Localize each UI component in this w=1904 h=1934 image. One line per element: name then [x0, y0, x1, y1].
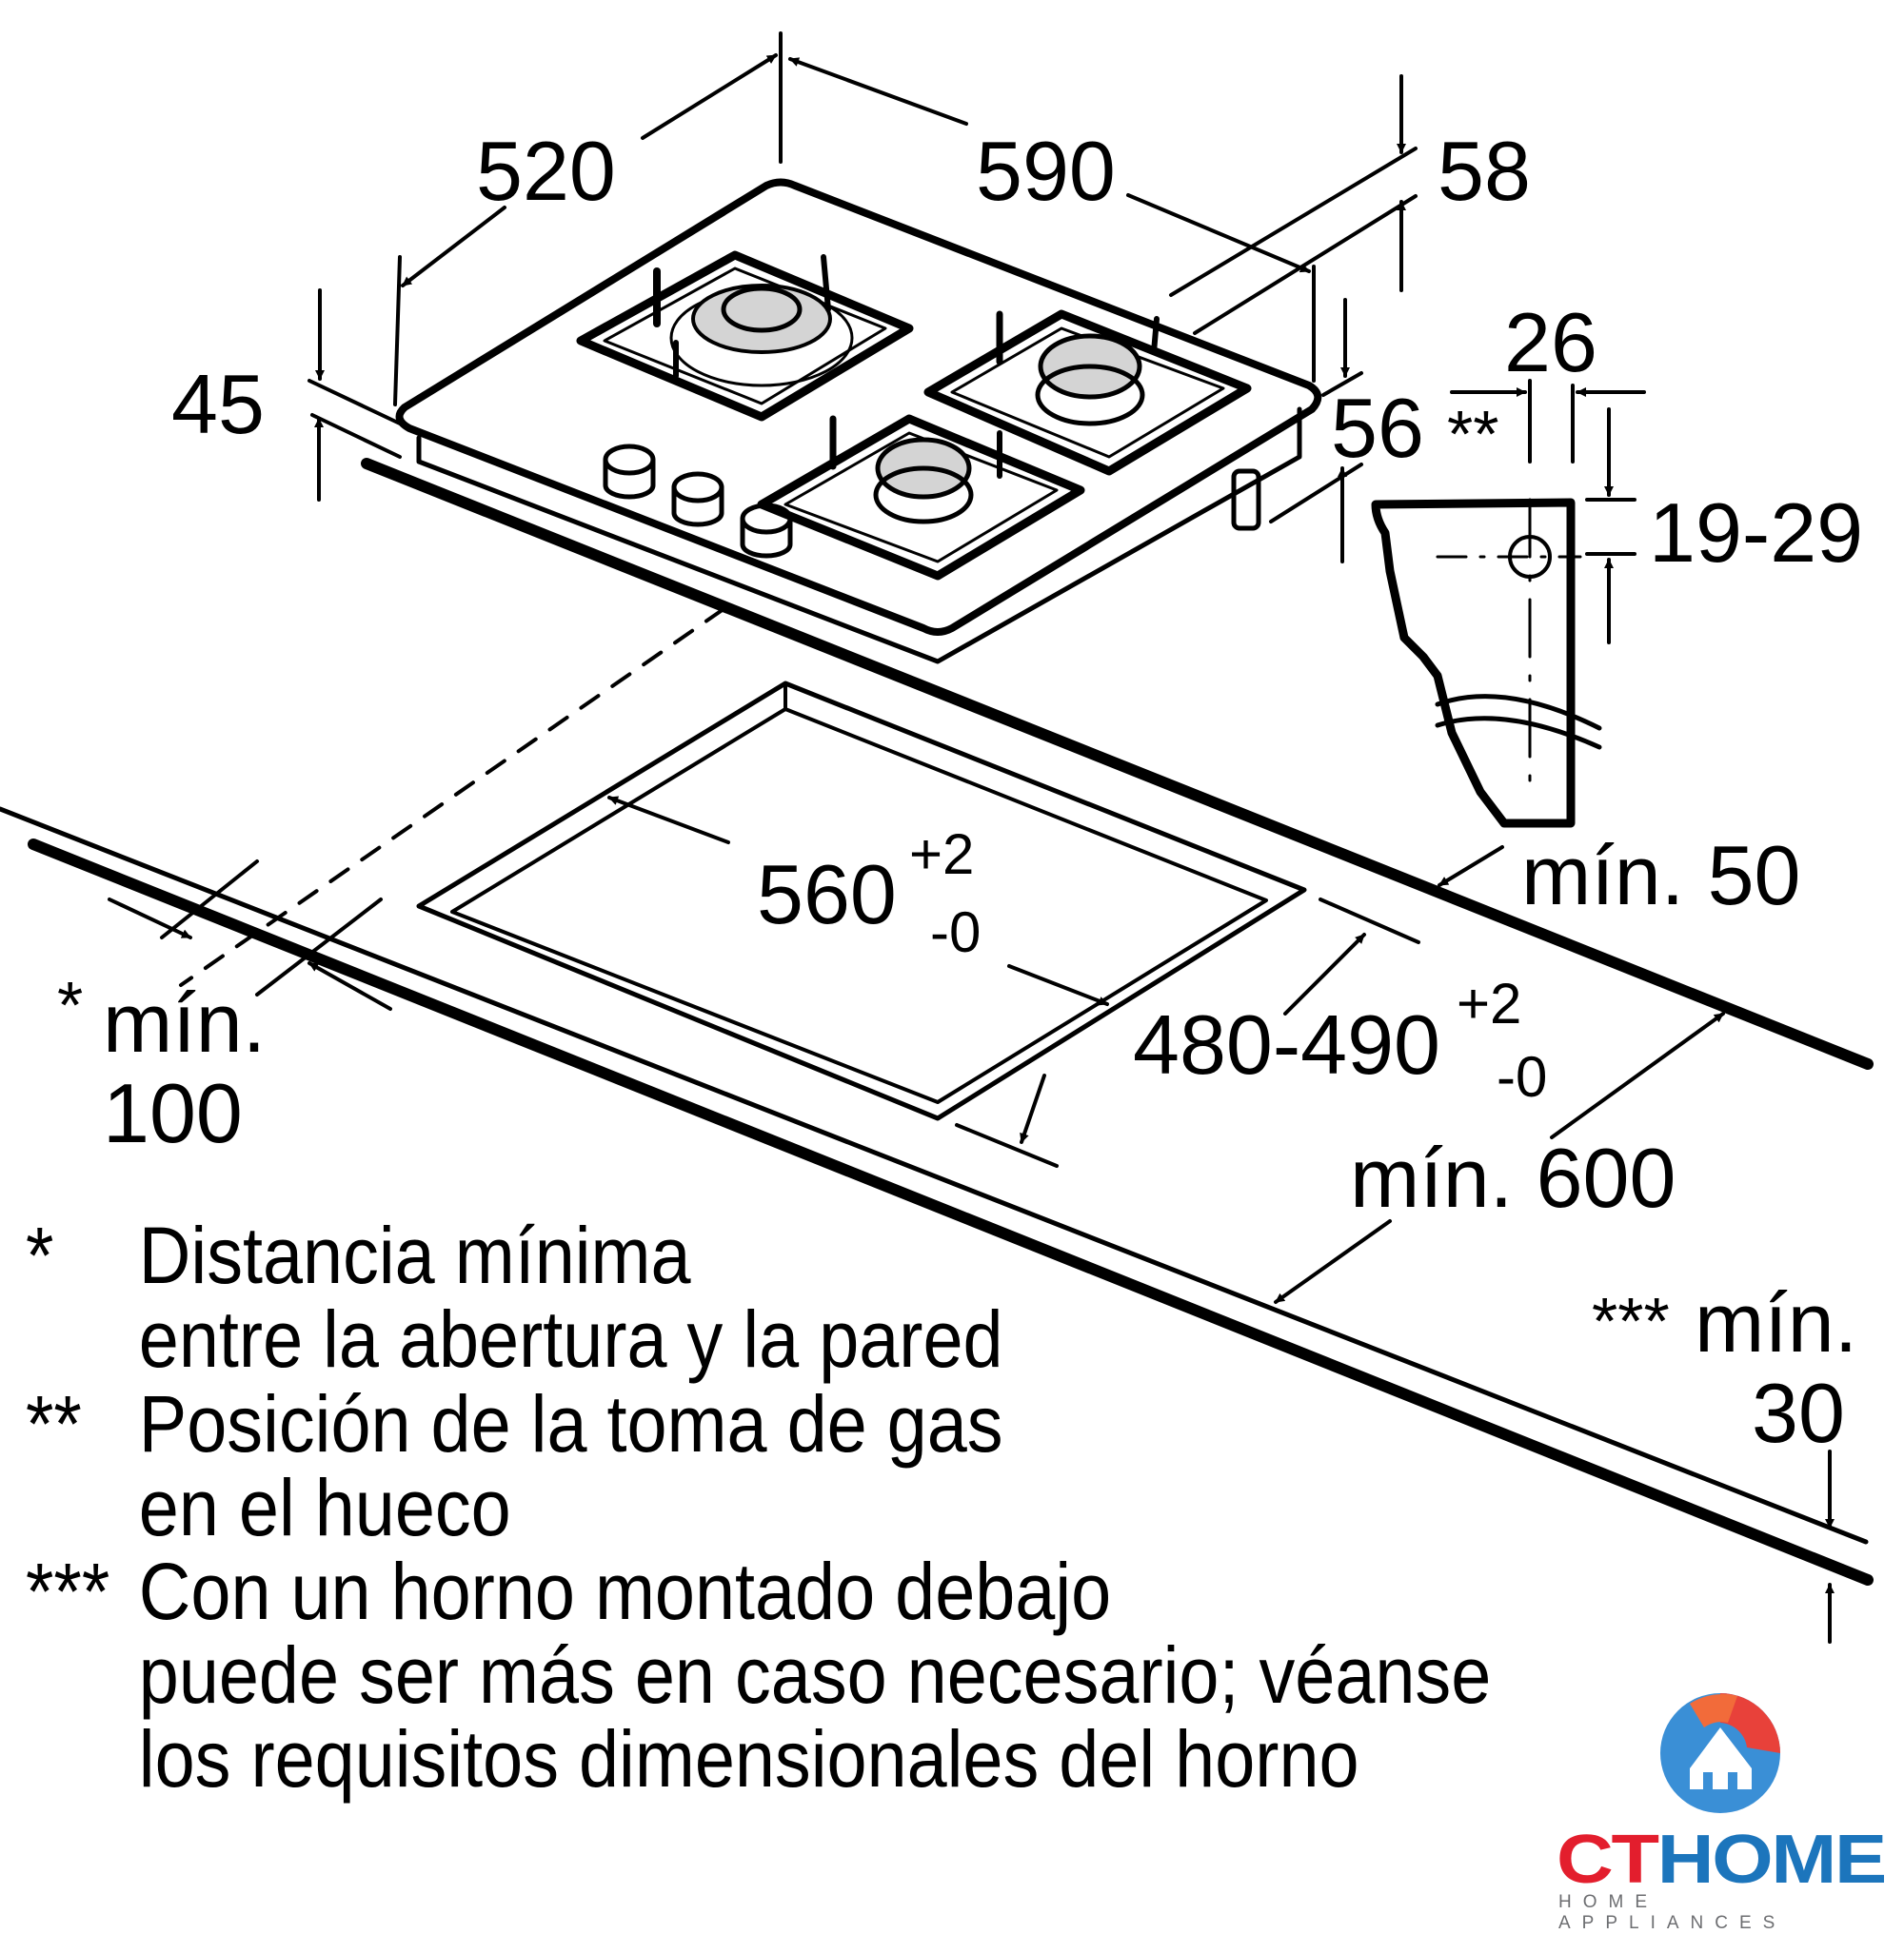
label-min-100-value: 100 — [103, 1066, 243, 1160]
label-19-29: 19-29 — [1649, 485, 1863, 580]
logo-ct: CT — [1557, 1822, 1659, 1898]
footnote-1-mark: * — [26, 1211, 54, 1300]
dimension-58: 58 — [1169, 74, 1531, 335]
footnote-3-line-1: Con un horno montado debajo — [138, 1547, 1112, 1636]
cthome-logo: CTHOME HOME APPLIANCES — [1557, 1685, 1899, 1933]
dimension-520: 520 — [393, 31, 783, 406]
min-30-marker-asterisks: *** — [1592, 1284, 1670, 1358]
label-58: 58 — [1438, 124, 1531, 218]
label-56: 56 — [1331, 381, 1424, 475]
footnote-1-line-2: entre la abertura y la pared — [138, 1294, 1003, 1384]
label-590: 590 — [976, 124, 1116, 218]
label-min-100-prefix: mín. — [103, 976, 266, 1070]
countertop-lines — [0, 458, 1874, 1586]
logo-home: HOME — [1656, 1822, 1888, 1898]
cutout-opening — [416, 681, 1307, 1121]
label-520: 520 — [476, 124, 616, 218]
footnote-3-line-2: puede ser más en caso necesario; véanse — [138, 1630, 1492, 1720]
min-100-marker-asterisk: * — [57, 968, 83, 1042]
dimension-min-600: mín. 600 — [1274, 1012, 1725, 1304]
dimension-45: 45 — [171, 288, 402, 502]
footnote-2-line-1: Posición de la toma de gas — [138, 1379, 1003, 1469]
logo-wordmark: CTHOME — [1557, 1821, 1888, 1899]
burner-1-icon — [576, 250, 914, 422]
hob-body — [395, 178, 1322, 664]
dimension-560: 560 +2 -0 — [607, 796, 1109, 1006]
dimension-480-490: 480-490 +2 -0 — [955, 898, 1547, 1168]
logo-subtitle: HOME APPLIANCES — [1558, 1892, 1787, 1933]
label-560: 560 — [757, 847, 897, 941]
label-min-30-value: 30 — [1752, 1366, 1845, 1460]
dimension-min-30: *** — [1592, 1284, 1835, 1644]
dimension-min-100: * mín. 100 — [57, 859, 392, 1160]
dimension-56: 56 — [1269, 298, 1424, 563]
label-min-600: mín. 600 — [1350, 1131, 1676, 1225]
label-min-50: mín. 50 — [1521, 828, 1800, 922]
footnote-3-mark: *** — [26, 1547, 110, 1636]
knob-2-icon — [671, 471, 724, 527]
gas-connection-detail: 26 ** 19-29 — [1371, 295, 1863, 828]
footnote-1-line-1: Distancia mínima — [138, 1211, 691, 1300]
label-560-tol-plus: +2 — [909, 822, 974, 886]
label-560-tol-minus: -0 — [930, 900, 981, 964]
gas-marker-asterisks: ** — [1447, 397, 1498, 471]
label-45: 45 — [171, 357, 265, 451]
projection-dashed-line — [179, 607, 725, 987]
footnote-3-line-3: los requisitos dimensionales del horno — [138, 1714, 1359, 1804]
dimension-590: 590 — [788, 57, 1316, 383]
dimension-min-50: mín. 50 — [1438, 828, 1800, 922]
label-480-tol-plus: +2 — [1457, 972, 1521, 1036]
label-480-tol-minus: -0 — [1497, 1045, 1547, 1109]
house-orb-icon — [1660, 1693, 1780, 1813]
label-480-490: 480-490 — [1133, 997, 1440, 1092]
control-knobs — [603, 444, 793, 559]
label-26: 26 — [1504, 295, 1597, 389]
burner-3-icon — [757, 414, 1085, 581]
knob-1-icon — [603, 444, 656, 500]
label-min-30-prefix: mín. — [1695, 1275, 1858, 1370]
footnote-2-line-2: en el hueco — [138, 1463, 511, 1552]
burner-2-icon — [923, 309, 1252, 476]
footnote-2-mark: ** — [26, 1379, 82, 1469]
